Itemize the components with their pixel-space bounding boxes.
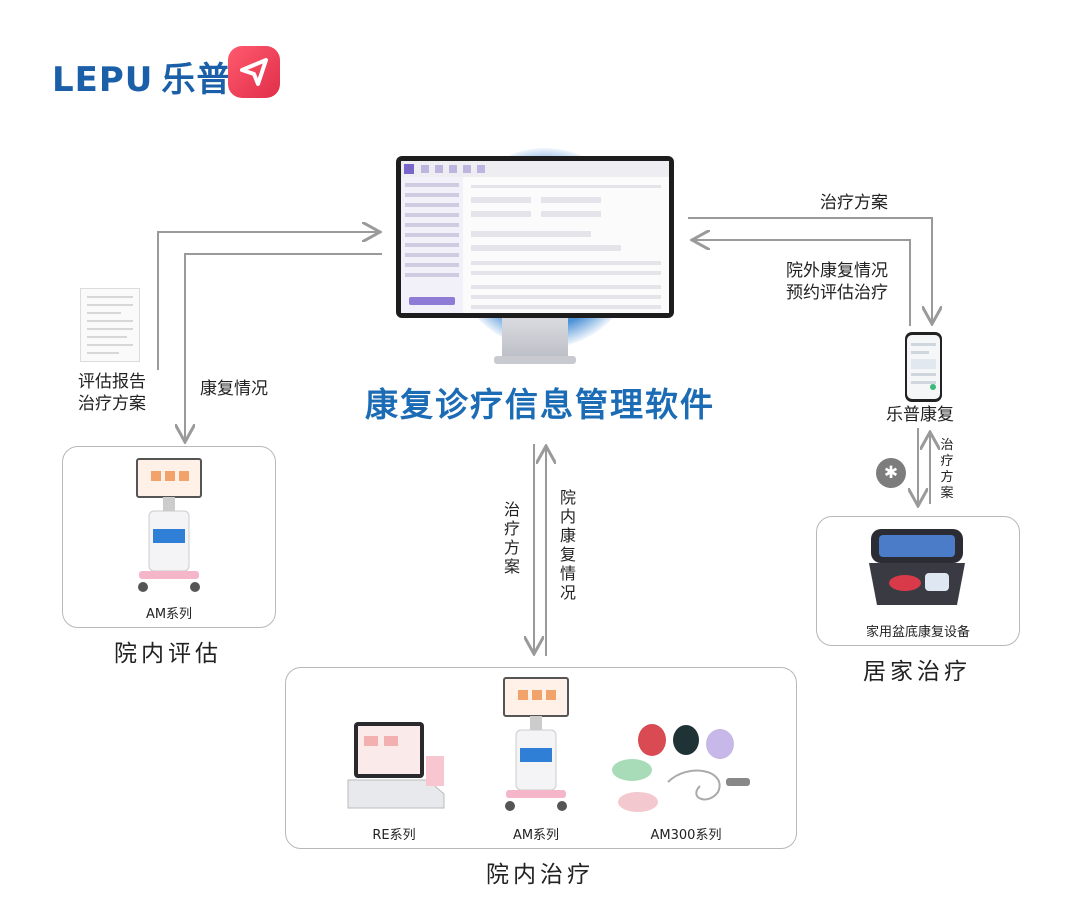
am-cart-device-icon: [136, 458, 202, 592]
home-caption: 家用盆底康复设备: [865, 625, 970, 640]
am-series-device-icon: [503, 677, 569, 811]
logo-badge-icon: [228, 46, 280, 98]
am300-series-probes-icon: [612, 724, 750, 812]
outpatient-label: 院外康复情况 预约评估治疗: [786, 260, 888, 304]
monitor-stand-base: [494, 356, 576, 364]
outpatient-line2: 预约评估治疗: [786, 283, 888, 303]
report-label-line2: 治疗方案: [78, 394, 146, 414]
rehab-status-label: 康复情况: [200, 379, 268, 399]
assessment-caption: AM系列: [145, 607, 193, 622]
home-device-case-icon: [869, 529, 965, 605]
app-name-label: 乐普康复: [886, 405, 954, 425]
software-screenshot: [401, 161, 669, 313]
assessment-section-title: 院内评估: [114, 641, 222, 667]
am300-series-caption: AM300系列: [650, 828, 722, 843]
treatment-box: RE系列 AM系列 AM300系列: [285, 667, 797, 849]
phone-app-icon: [905, 332, 942, 402]
re-series-caption: RE系列: [372, 828, 416, 843]
re-series-device-icon: [347, 722, 445, 809]
bluetooth-icon: ✱: [876, 458, 906, 488]
logo-chinese: 乐普: [161, 60, 232, 100]
logo-latin: LEPU: [52, 60, 154, 100]
inhospital-status-vertical-label: 院内康复情况: [559, 488, 576, 602]
monitor-stand: [502, 318, 568, 362]
outpatient-line1: 院外康复情况: [786, 261, 888, 281]
plan-vertical-small-label: 治疗方案: [940, 438, 954, 501]
am-series-caption: AM系列: [512, 828, 560, 843]
assessment-box: AM系列: [62, 446, 276, 628]
report-label: 评估报告 治疗方案: [78, 371, 146, 415]
home-box: 家用盆底康复设备: [816, 516, 1020, 646]
report-label-line1: 评估报告: [78, 372, 146, 392]
plan-right-label: 治疗方案: [820, 193, 888, 213]
plan-vertical-label: 治疗方案: [503, 500, 520, 576]
home-section-title: 居家治疗: [863, 659, 971, 685]
treatment-section-title: 院内治疗: [486, 862, 594, 888]
software-monitor: [396, 156, 674, 318]
report-document-icon: [80, 288, 140, 362]
page-title: 康复诊疗信息管理软件: [365, 385, 715, 424]
